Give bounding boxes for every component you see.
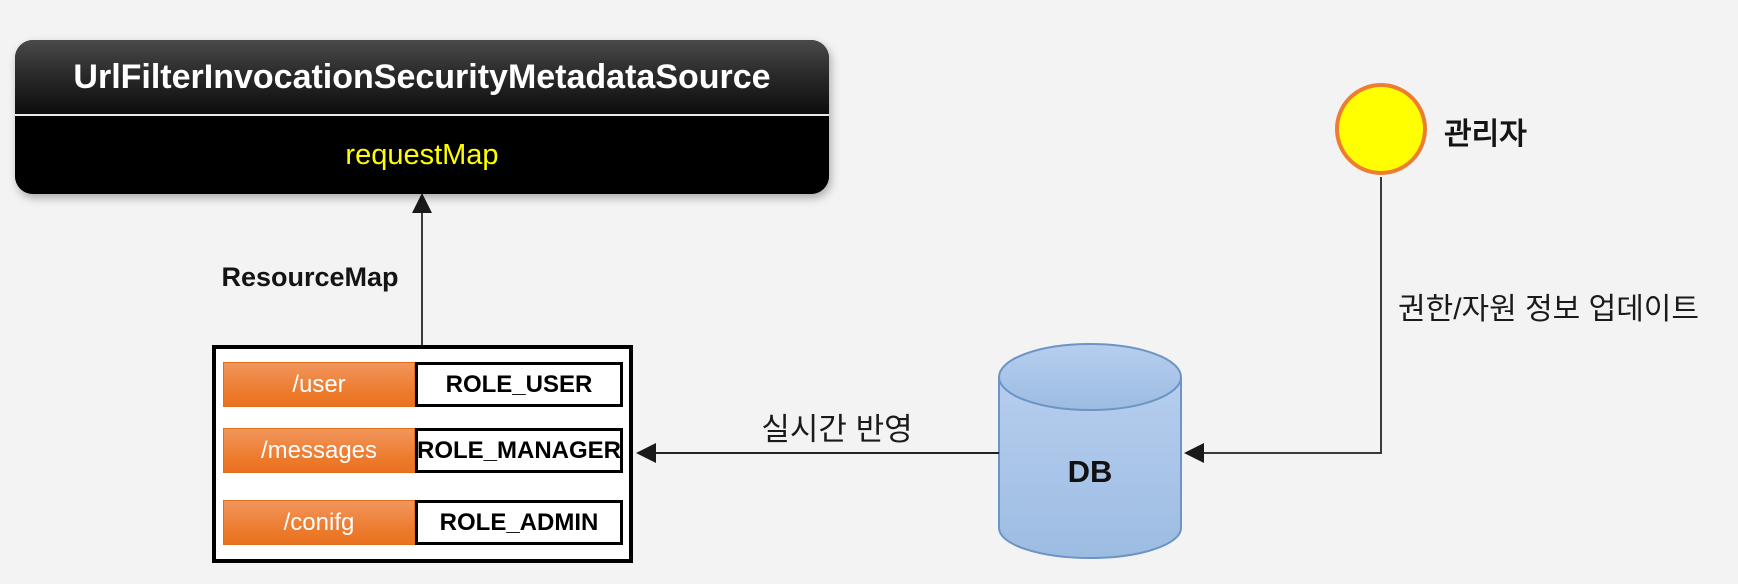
role-cell: ROLE_MANAGER	[415, 428, 623, 473]
resource-cell: /conifg	[223, 500, 415, 545]
resource-map-label: ResourceMap	[221, 262, 399, 292]
table-row: /messages ROLE_MANAGER	[223, 428, 629, 473]
admin-label: 관리자	[1444, 118, 1527, 151]
db-cylinder-icon	[998, 343, 1182, 559]
resource-map-table: /user ROLE_USER /messages ROLE_MANAGER /…	[212, 345, 633, 563]
edge-label-realtime: 실시간 반영	[761, 412, 913, 447]
table-row: /conifg ROLE_ADMIN	[223, 500, 629, 545]
arrowhead-left-icon	[1184, 443, 1204, 463]
metadata-source-title: UrlFilterInvocationSecurityMetadataSourc…	[15, 40, 829, 116]
db-cylinder-body	[998, 377, 1182, 559]
edge-admin-to-db	[1202, 177, 1382, 454]
db-label: DB	[1067, 454, 1113, 489]
metadata-source-node: UrlFilterInvocationSecurityMetadataSourc…	[15, 40, 829, 194]
resource-cell: /messages	[223, 428, 415, 473]
db-cylinder-top	[998, 343, 1182, 411]
edge-label-update: 권한/자원 정보 업데이트	[1398, 293, 1700, 326]
request-map-field: requestMap	[15, 116, 829, 194]
arrowhead-up-icon	[412, 193, 432, 213]
table-row: /user ROLE_USER	[223, 362, 629, 407]
role-cell: ROLE_ADMIN	[415, 500, 623, 545]
admin-actor-icon	[1335, 83, 1427, 175]
arrowhead-left-icon	[636, 443, 656, 463]
resource-cell: /user	[223, 362, 415, 407]
role-cell: ROLE_USER	[415, 362, 623, 407]
